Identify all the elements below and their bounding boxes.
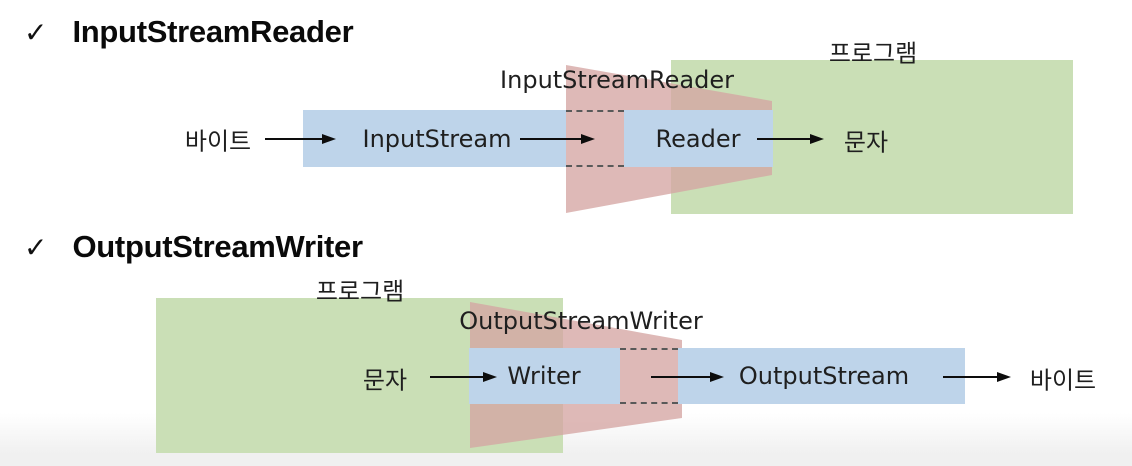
writer-box-label: Writer: [507, 362, 581, 390]
stream-junction-gap: [620, 348, 678, 404]
program-label: 프로그램: [315, 277, 405, 306]
flow-arrow-icon: [943, 371, 1011, 384]
program-label: 프로그램: [828, 39, 918, 68]
flow-arrow-icon: [430, 371, 497, 384]
heading-inputstreamreader: ✓ InputStreamReader: [24, 14, 354, 50]
heading-outputstreamwriter: ✓ OutputStreamWriter: [24, 229, 363, 265]
funnel-label: InputStreamReader: [500, 66, 734, 94]
source-label: 문자: [362, 366, 408, 395]
stream-junction-gap: [566, 110, 624, 167]
funnel-label: OutputStreamWriter: [459, 307, 703, 335]
flow-arrow-icon: [757, 133, 824, 146]
dest-label: 문자: [843, 128, 889, 157]
outputstream-box: [678, 348, 965, 404]
dest-label: 바이트: [1029, 366, 1097, 395]
inputstream-box-label: InputStream: [362, 125, 512, 153]
flow-arrow-icon: [651, 371, 724, 384]
reader-box-label: Reader: [655, 125, 741, 153]
background-strip: [0, 453, 1132, 466]
checkmark-icon: ✓: [24, 16, 48, 49]
outputstream-box-label: OutputStream: [738, 362, 910, 390]
source-label: 바이트: [184, 127, 252, 156]
flow-arrow-icon: [265, 133, 336, 146]
flow-arrow-icon: [520, 133, 595, 146]
checkmark-icon: ✓: [24, 231, 48, 264]
reader-box: [624, 110, 773, 167]
heading-title: InputStreamReader: [72, 14, 354, 49]
heading-title: OutputStreamWriter: [72, 229, 363, 264]
